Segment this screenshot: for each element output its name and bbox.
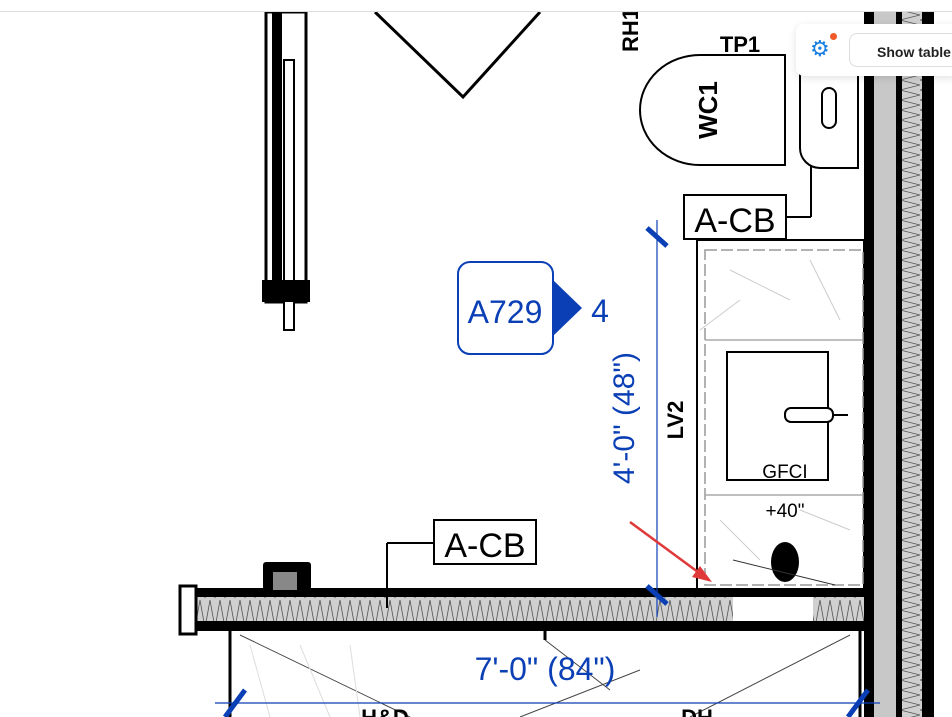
lavatory-label: LV2 [663, 401, 688, 440]
tag-label-top: A-CB [694, 202, 775, 240]
gfci-height: +40" [766, 501, 805, 522]
gfci-label: GFCI [762, 462, 807, 483]
dimension-horizontal: 7'-0" (84") [215, 651, 880, 717]
vanity-counter: GFCI +40" [696, 239, 865, 611]
section-ref: A729 [468, 294, 543, 330]
section-callout[interactable]: A729 4 [457, 261, 609, 355]
vertical-dimension-label: 4'-0" (48") [608, 352, 641, 484]
toilet-wc1: WC1 [639, 54, 859, 169]
room-label: RH1 [618, 8, 643, 52]
bottom-label-left: H&D [361, 705, 409, 717]
tag-box-bottom [433, 519, 537, 565]
interior-wall-bottom [178, 562, 864, 717]
section-number: 4 [591, 293, 609, 329]
show-table-button[interactable]: Show table [849, 33, 952, 67]
tag-label-bottom: A-CB [444, 527, 525, 565]
door-frame-left [262, 10, 310, 331]
notification-dot [830, 33, 837, 40]
exterior-wall-right [864, 12, 934, 717]
gear-icon[interactable]: ⚙ [810, 36, 830, 61]
toilet-label: WC1 [693, 81, 723, 139]
door-swing [373, 10, 542, 100]
annotation-arrow[interactable] [629, 520, 712, 582]
dimension-vertical: 4'-0" (48") [608, 220, 669, 617]
tp-label: TP1 [720, 32, 760, 57]
floating-toolbar: ⚙ Show table [796, 24, 952, 76]
horizontal-dimension-label: 7'-0" (84") [475, 651, 616, 687]
bottom-label-right: DH [681, 705, 713, 717]
tag-box-top [683, 194, 787, 240]
viewer-top-bar [0, 0, 952, 12]
